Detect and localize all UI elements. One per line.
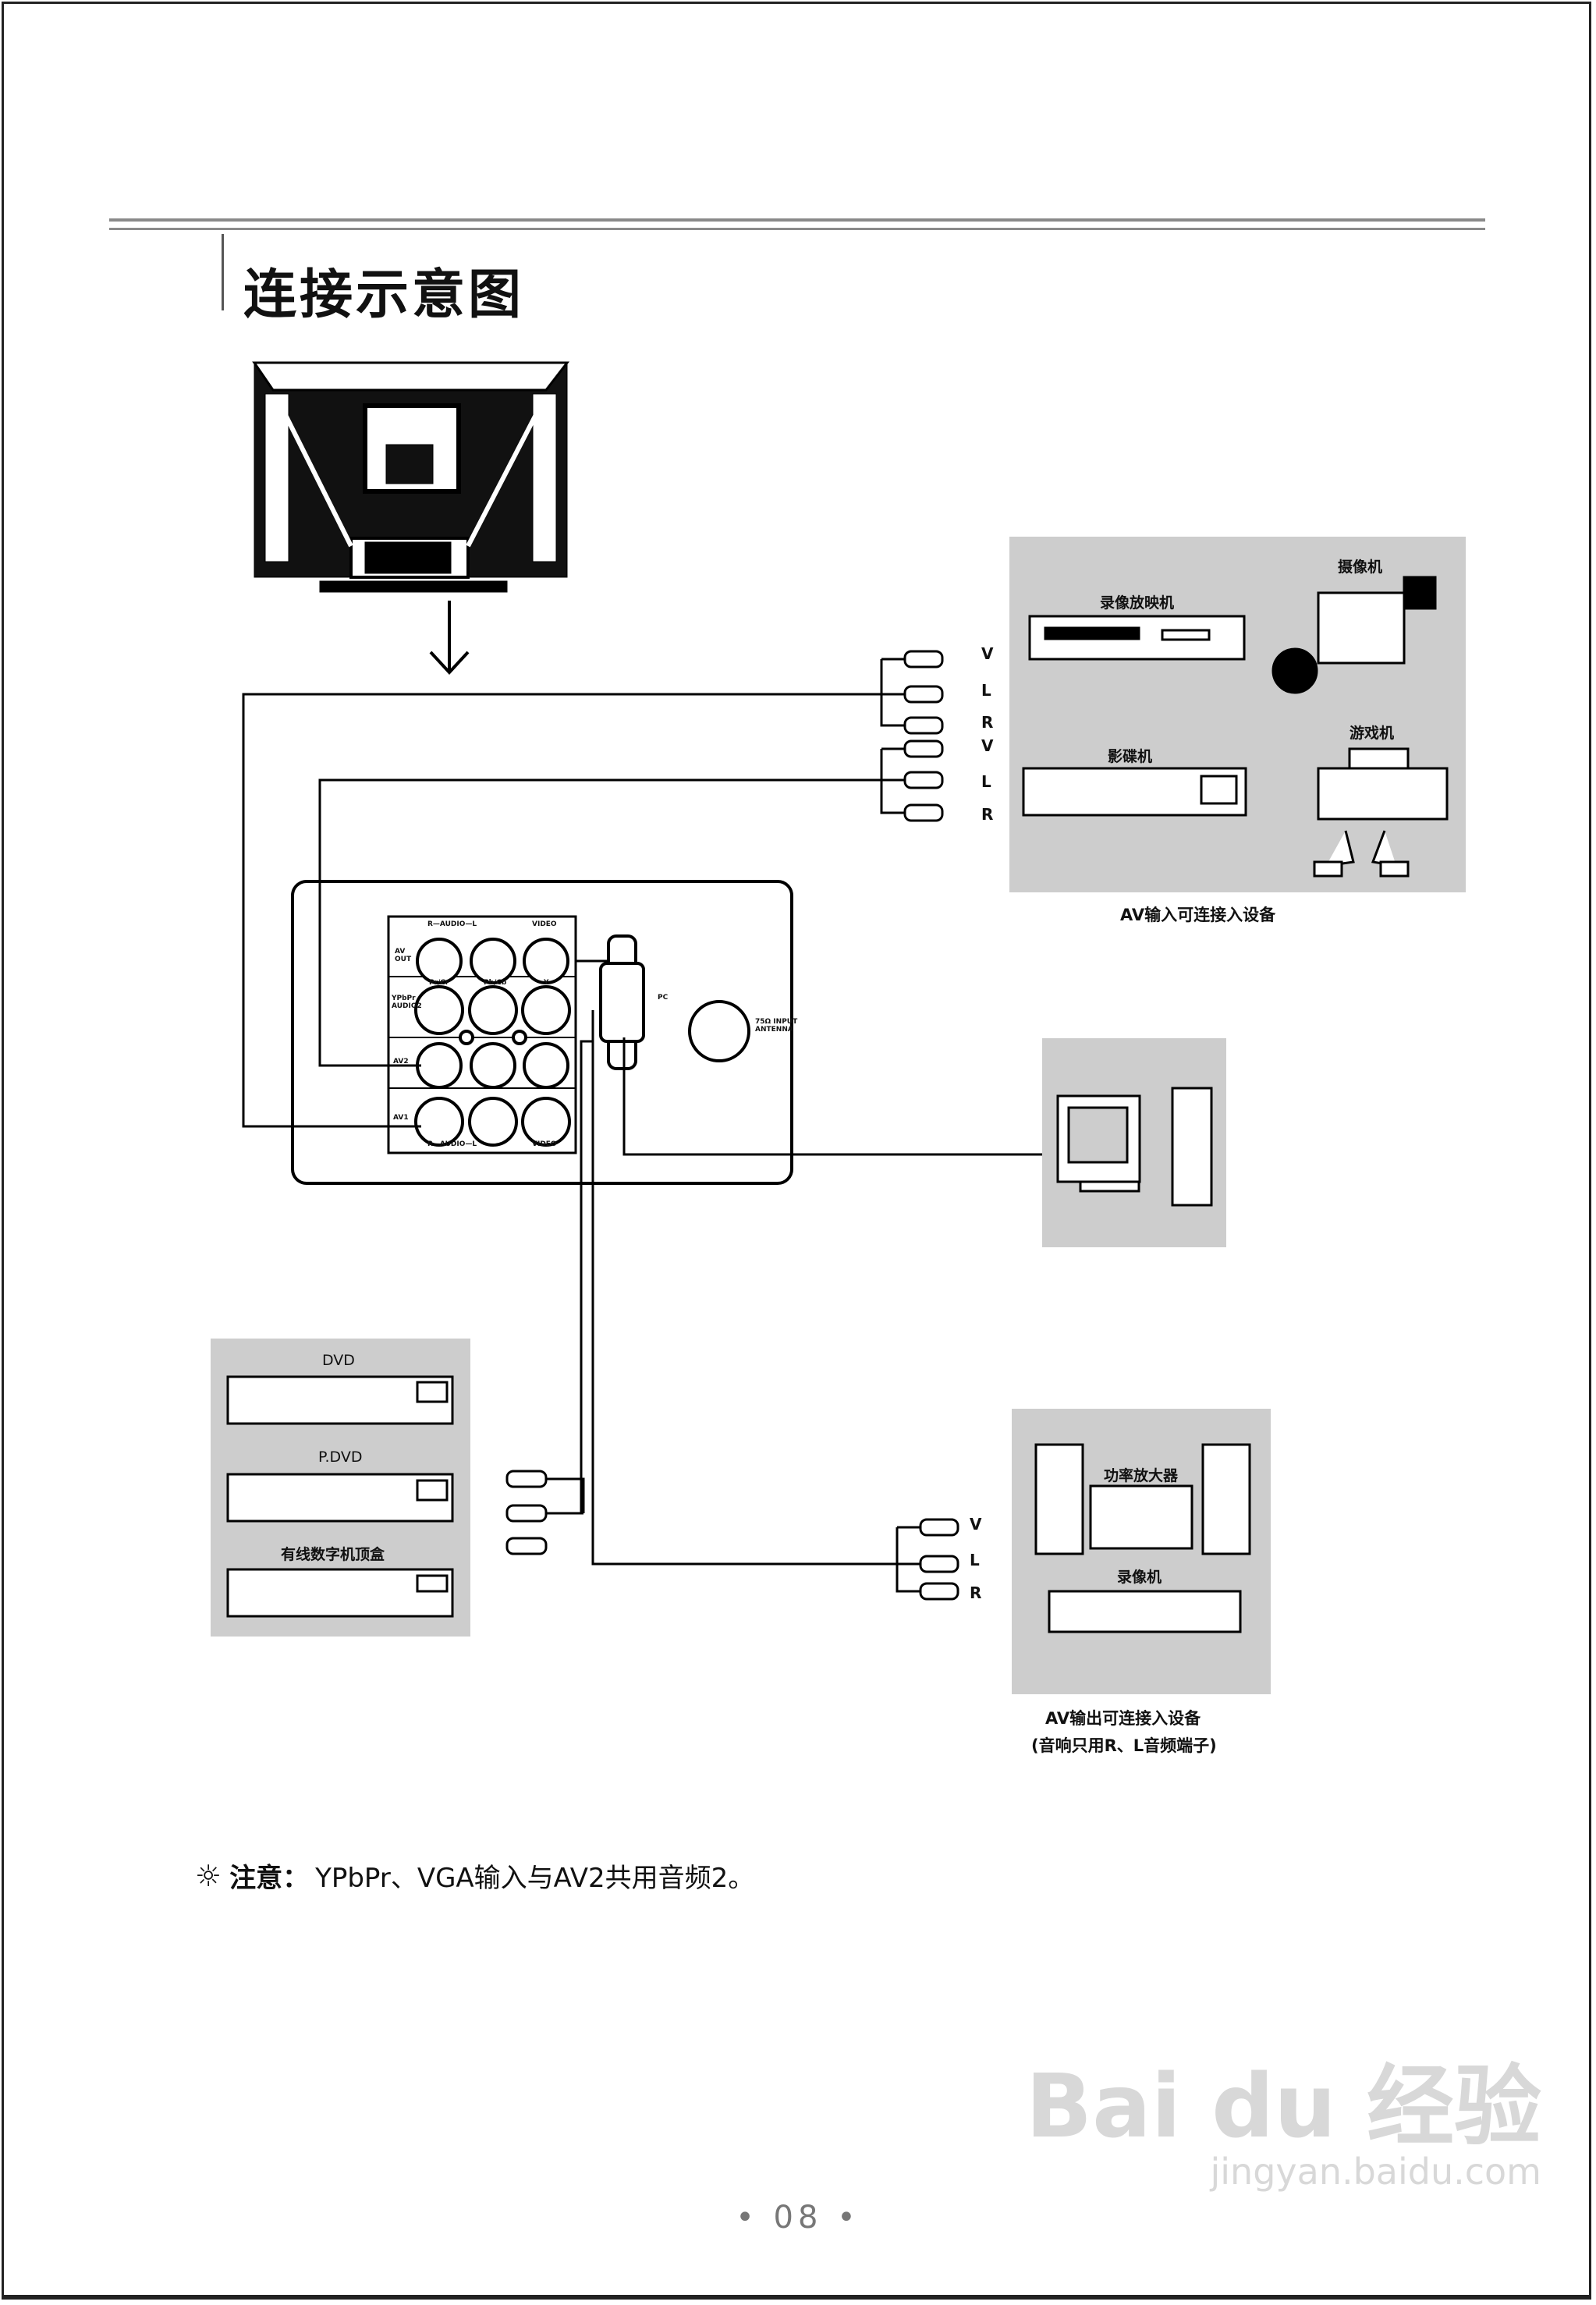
vga-port-label: PC	[658, 994, 669, 1002]
dvd-player-image	[226, 1375, 454, 1425]
plug-label-v1: V	[981, 644, 994, 663]
panel-row4-bottom-label: R—AUDIO—L	[427, 1140, 477, 1148]
recorder-image	[1048, 1590, 1242, 1633]
antenna-jack	[688, 1000, 750, 1062]
pdvd-label: P.DVD	[318, 1449, 363, 1466]
rca-jacks	[414, 938, 571, 1147]
panel-row1-side-label: AV OUT	[395, 948, 412, 963]
panel-row2-top-mid-label: Pb/Cb	[484, 979, 507, 987]
plug-label-r3: R	[970, 1583, 982, 1602]
watermark-main: Bai du 经验	[1025, 2056, 1541, 2158]
recorder-label: 录像机	[1117, 1569, 1162, 1586]
down-arrow-icon	[429, 601, 470, 675]
dvd-label: DVD	[322, 1352, 355, 1369]
baidu-watermark: Bai du 经验 jingyan.baidu.com	[1026, 2063, 1541, 2193]
header-rule	[109, 218, 1485, 222]
camcorder-image	[1271, 576, 1437, 694]
rca-plugs	[505, 650, 959, 1601]
panel-row2-top-right-label: Y	[544, 979, 549, 987]
computer-image	[1056, 1087, 1213, 1207]
set-top-box-label: 有线数字机顶盒	[281, 1546, 385, 1563]
cables	[242, 658, 1042, 1593]
av-input-caption: AV输入可连接入设备	[1120, 906, 1276, 924]
plug-label-l3: L	[970, 1551, 980, 1569]
header-rule-secondary	[109, 228, 1485, 230]
panel-row1-top-label: R—AUDIO—L	[427, 920, 477, 928]
amplifier-label: 功率放大器	[1104, 1467, 1179, 1484]
plug-label-v3: V	[970, 1515, 982, 1534]
plug-label-l1: L	[981, 681, 991, 700]
plug-label-v2: V	[981, 736, 994, 755]
panel-row4-side-label: AV1	[393, 1114, 409, 1122]
panel-row2-side-label: YPbPr AUDIO2	[392, 995, 422, 1010]
note: ☼ 注意： YPbPr、VGA输入与AV2共用音频2。	[195, 1856, 754, 1895]
pdvd-player-image	[226, 1473, 454, 1523]
lightbulb-icon: ☼	[195, 1858, 222, 1893]
vcr-image	[1028, 615, 1246, 661]
panel-row1-top-right-label: VIDEO	[532, 920, 557, 928]
set-top-box-image	[226, 1568, 454, 1618]
tv-rear-image	[252, 361, 570, 593]
av-output-caption: AV输出可连接入设备	[1045, 1709, 1201, 1728]
av-output-caption-note: (音响只用R、L音频端子)	[1031, 1736, 1217, 1755]
vcd-player-image	[1022, 767, 1247, 817]
panel-row4-bottom-right-label: VIDEO	[532, 1140, 557, 1148]
panel-row3-side-label: AV2	[393, 1058, 409, 1066]
page-title: 连接示意图	[243, 264, 525, 326]
vga-port	[599, 934, 645, 1070]
note-label: 注意：	[229, 1863, 310, 1894]
plug-label-r2: R	[981, 805, 994, 824]
plug-label-l2: L	[981, 772, 991, 791]
speakers-amplifier-image	[1034, 1443, 1251, 1555]
game-console-image	[1313, 747, 1449, 878]
vcr-label: 录像放映机	[1100, 594, 1175, 612]
vcd-label: 影碟机	[1108, 748, 1153, 765]
page-number: • 08 •	[736, 2200, 860, 2236]
panel-row2-top-label: Pr/Cr	[429, 979, 449, 987]
watermark-sub: jingyan.baidu.com	[1210, 2151, 1542, 2193]
antenna-label: 75Ω INPUT ANTENNA	[755, 1018, 798, 1034]
title-bar	[222, 234, 224, 310]
camcorder-label: 摄像机	[1338, 559, 1383, 576]
game-console-label: 游戏机	[1350, 725, 1395, 742]
note-text: YPbPr、VGA输入与AV2共用音频2。	[315, 1863, 755, 1894]
plug-label-r1: R	[981, 713, 994, 732]
